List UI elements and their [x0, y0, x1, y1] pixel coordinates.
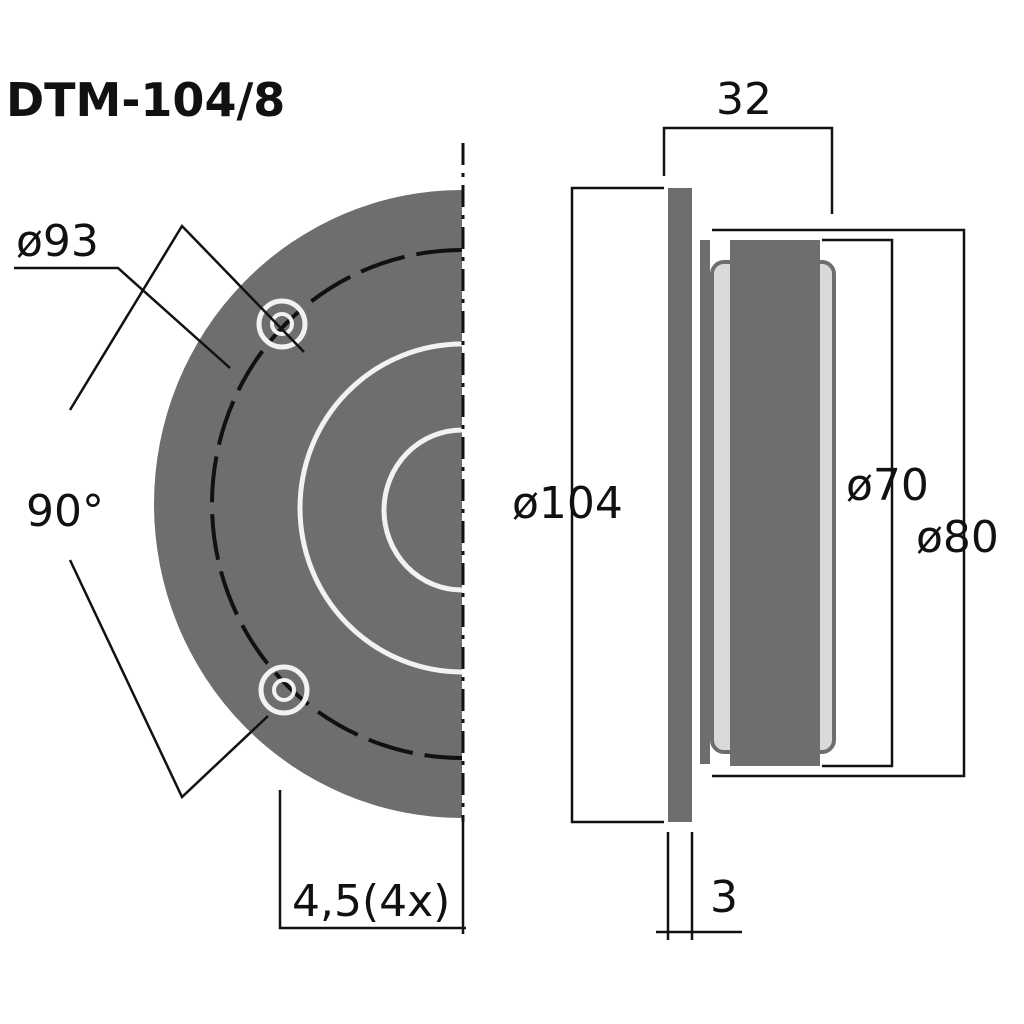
depth-dim: [662, 126, 834, 214]
bolt-hole-bottom: [258, 664, 310, 716]
diameter-80-label: ø80: [916, 512, 999, 563]
front-body: [154, 190, 462, 818]
bolt-hole-top: [256, 298, 308, 350]
outer-diameter-dim: [570, 186, 664, 824]
hole-size-label: 4,5(4x): [292, 876, 450, 927]
ring-outer: [297, 341, 463, 675]
thickness-label: 3: [710, 872, 738, 923]
bolt-circle-leader: [14, 266, 231, 369]
angle-leader-bottom: [68, 559, 269, 800]
angle-leader: [68, 223, 305, 411]
flange: [668, 188, 692, 822]
side-view: [570, 126, 966, 940]
bolt-circle-label: ø93: [16, 216, 99, 267]
outer-diameter-label: ø104: [512, 478, 623, 529]
hole-dim-line: [278, 790, 466, 930]
bolt-circle: [210, 248, 463, 760]
model-title: DTM-104/8: [6, 73, 285, 127]
front-view: [14, 143, 466, 934]
magnet-body: [730, 240, 820, 766]
gasket: [700, 240, 710, 764]
diameter-70-label: ø70: [846, 460, 929, 511]
diameter-70-dim: [822, 238, 894, 768]
angle-label: 90°: [26, 486, 104, 537]
ring-inner: [381, 427, 463, 593]
diameter-80-dim: [712, 228, 966, 778]
depth-label: 32: [716, 74, 772, 125]
